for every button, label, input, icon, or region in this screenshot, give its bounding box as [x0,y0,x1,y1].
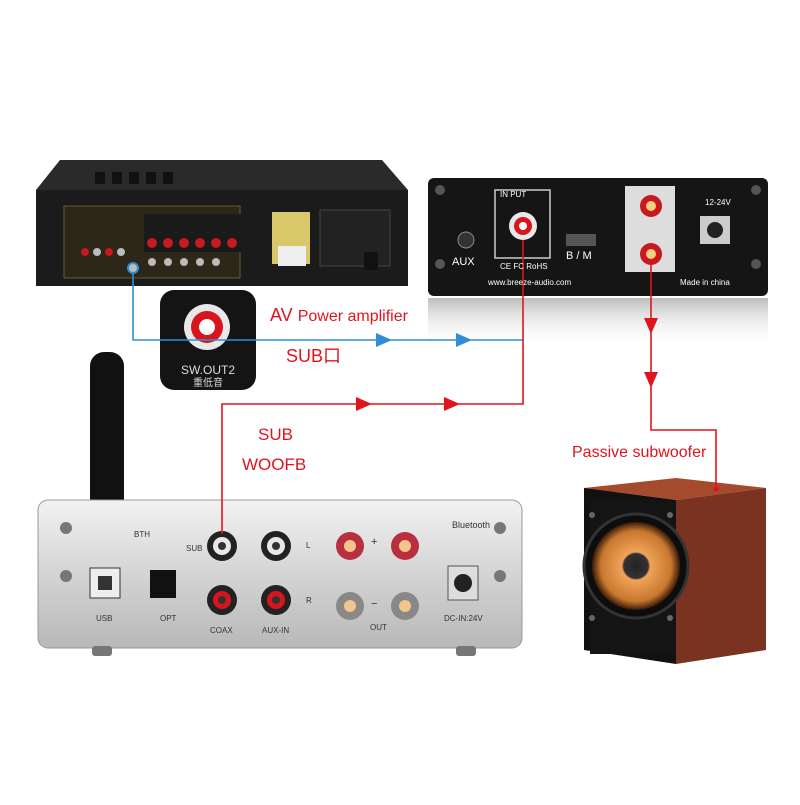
av-power-amplifier [36,160,408,286]
minus-label: − [371,598,377,610]
input-label: IN PUT [500,190,526,199]
certification-marks: CE FC RoHS [500,262,548,271]
sub-label: SUB [258,425,293,445]
red-arrow-2 [444,397,460,411]
sub-port-label: SUB口 [286,342,341,368]
coax-label: COAX [210,626,233,635]
bm-label: B / M [566,250,592,262]
bluetooth-amplifier [38,352,522,656]
red-arrow-1 [356,397,372,411]
r-label: R [306,596,312,605]
zoom-label-2: 重低音 [193,376,223,389]
aux-in-label: AUX-IN [262,626,289,635]
passive-subwoofer [584,478,766,664]
l-label: L [306,541,310,550]
power-amp-label: Power amplifier [298,308,408,325]
aux-label: AUX [452,256,475,268]
av-power-amp-label: AV Power amplifier [270,305,408,326]
bth-label: BTH [134,530,150,539]
zoom-label-1: SW.OUT2 [181,363,235,377]
red-arrow-down-2 [644,372,658,388]
av-label: AV [270,305,293,325]
dc-in-label: DC-IN:24V [444,614,483,623]
out-label: OUT [370,623,387,632]
made-label: Made in china [680,278,730,287]
plus-label: + [371,536,377,548]
voltage-label: 12-24V [705,198,731,207]
woofb-label: WOOFB [242,455,306,475]
url-label: www.breeze-audio.com [488,278,571,287]
bluetooth-label: Bluetooth [452,520,490,530]
sub-jack-label: SUB [186,544,202,553]
passive-subwoofer-label: Passive subwoofer [572,444,706,462]
usb-label: USB [96,614,112,623]
opt-label: OPT [160,614,176,623]
blue-arrow-1 [376,333,392,347]
